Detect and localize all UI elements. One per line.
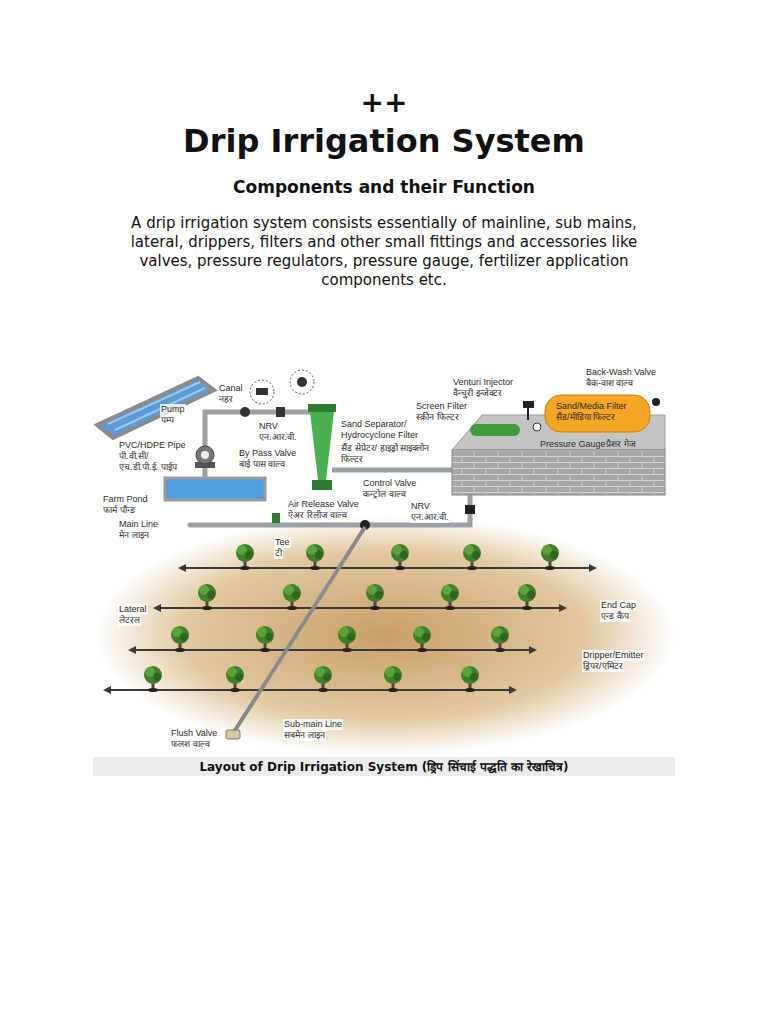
heading-mark: ++ bbox=[0, 86, 768, 119]
callout-label: Canal bbox=[218, 383, 244, 394]
callout-label: NRV bbox=[410, 501, 431, 512]
callout-label: Back-Wash Valve bbox=[585, 367, 657, 378]
callout-label: वैन्चुरी इन्जेक्टर bbox=[452, 388, 503, 399]
callout-label: सबमेन लाइन bbox=[283, 730, 326, 741]
callout-label: फार्म पौन्ड bbox=[102, 505, 136, 516]
callout-label: NRV bbox=[258, 421, 279, 432]
callout-label: पी.वी.सी/ एच.डी.पी.ई. पाईप bbox=[118, 451, 186, 473]
callout-label: सैंड/मीडिया फिल्टर bbox=[556, 412, 615, 423]
callout-label: Main Line bbox=[118, 519, 159, 530]
callout-label: Air Release Valve bbox=[287, 499, 360, 510]
callout-label: ड्रिपर/एमिटर bbox=[582, 661, 624, 672]
callout-label: कन्ट्रोल वाल्व bbox=[362, 489, 407, 500]
callout-label: Control Valve bbox=[362, 478, 417, 489]
callout-label: नहर bbox=[218, 394, 234, 405]
page-title: Drip Irrigation System bbox=[0, 122, 768, 160]
callout-label: सैंड सेप्रेटर/ हाइड्रो साइक्लोन फिल्टर bbox=[340, 443, 442, 465]
callout-label: मेन लाइन bbox=[118, 530, 150, 541]
callout-label: बाई पास वाल्व bbox=[238, 459, 286, 470]
subtitle: Components and their Function bbox=[0, 177, 768, 197]
callout-label: प्रैशर गेज bbox=[606, 439, 636, 450]
figure-caption: Layout of Drip Irrigation System (ड्रिप … bbox=[0, 760, 768, 774]
callout-label: ऐअर रिलीज वाल्व bbox=[287, 510, 348, 521]
callout-label: End Cap bbox=[600, 600, 637, 611]
callout-label: फलश वाल्व bbox=[170, 739, 211, 750]
callout-label: By Pass Valve bbox=[238, 448, 297, 459]
callout-label: Screen Filter bbox=[415, 401, 468, 412]
callout-label: स्क्रीन फिल्टर bbox=[415, 412, 460, 423]
callout-label: Venturi Injector bbox=[452, 377, 514, 388]
callout-label: Tee bbox=[274, 537, 291, 548]
callout-label: Pressure Gauge bbox=[540, 439, 606, 450]
callout-label: पम्प bbox=[160, 415, 175, 426]
callout-label: एन्ड कैप bbox=[600, 611, 630, 622]
callout-label: Pump bbox=[160, 404, 186, 415]
callout-label: बैक-वाश वाल्व bbox=[585, 378, 635, 389]
callout-label: Sub-main Line bbox=[283, 719, 343, 730]
callout-label: Lateral bbox=[118, 604, 148, 615]
callout-label: Flush Valve bbox=[170, 728, 218, 739]
callout-label: टी bbox=[274, 548, 283, 559]
callout-label: एन.आर.वी. bbox=[258, 432, 298, 443]
callout-label: एन.आर.वी. bbox=[410, 512, 450, 523]
callout-label: लेटरल bbox=[118, 615, 141, 626]
callout-label: Farm Pond bbox=[102, 494, 149, 505]
callout-label: Dripper/Emitter bbox=[582, 650, 645, 661]
callout-label: Sand/Media Filter bbox=[556, 401, 627, 412]
callout-label: PVC/HDPE Pipe bbox=[118, 440, 187, 451]
intro-paragraph: A drip irrigation system consists essent… bbox=[109, 214, 659, 290]
